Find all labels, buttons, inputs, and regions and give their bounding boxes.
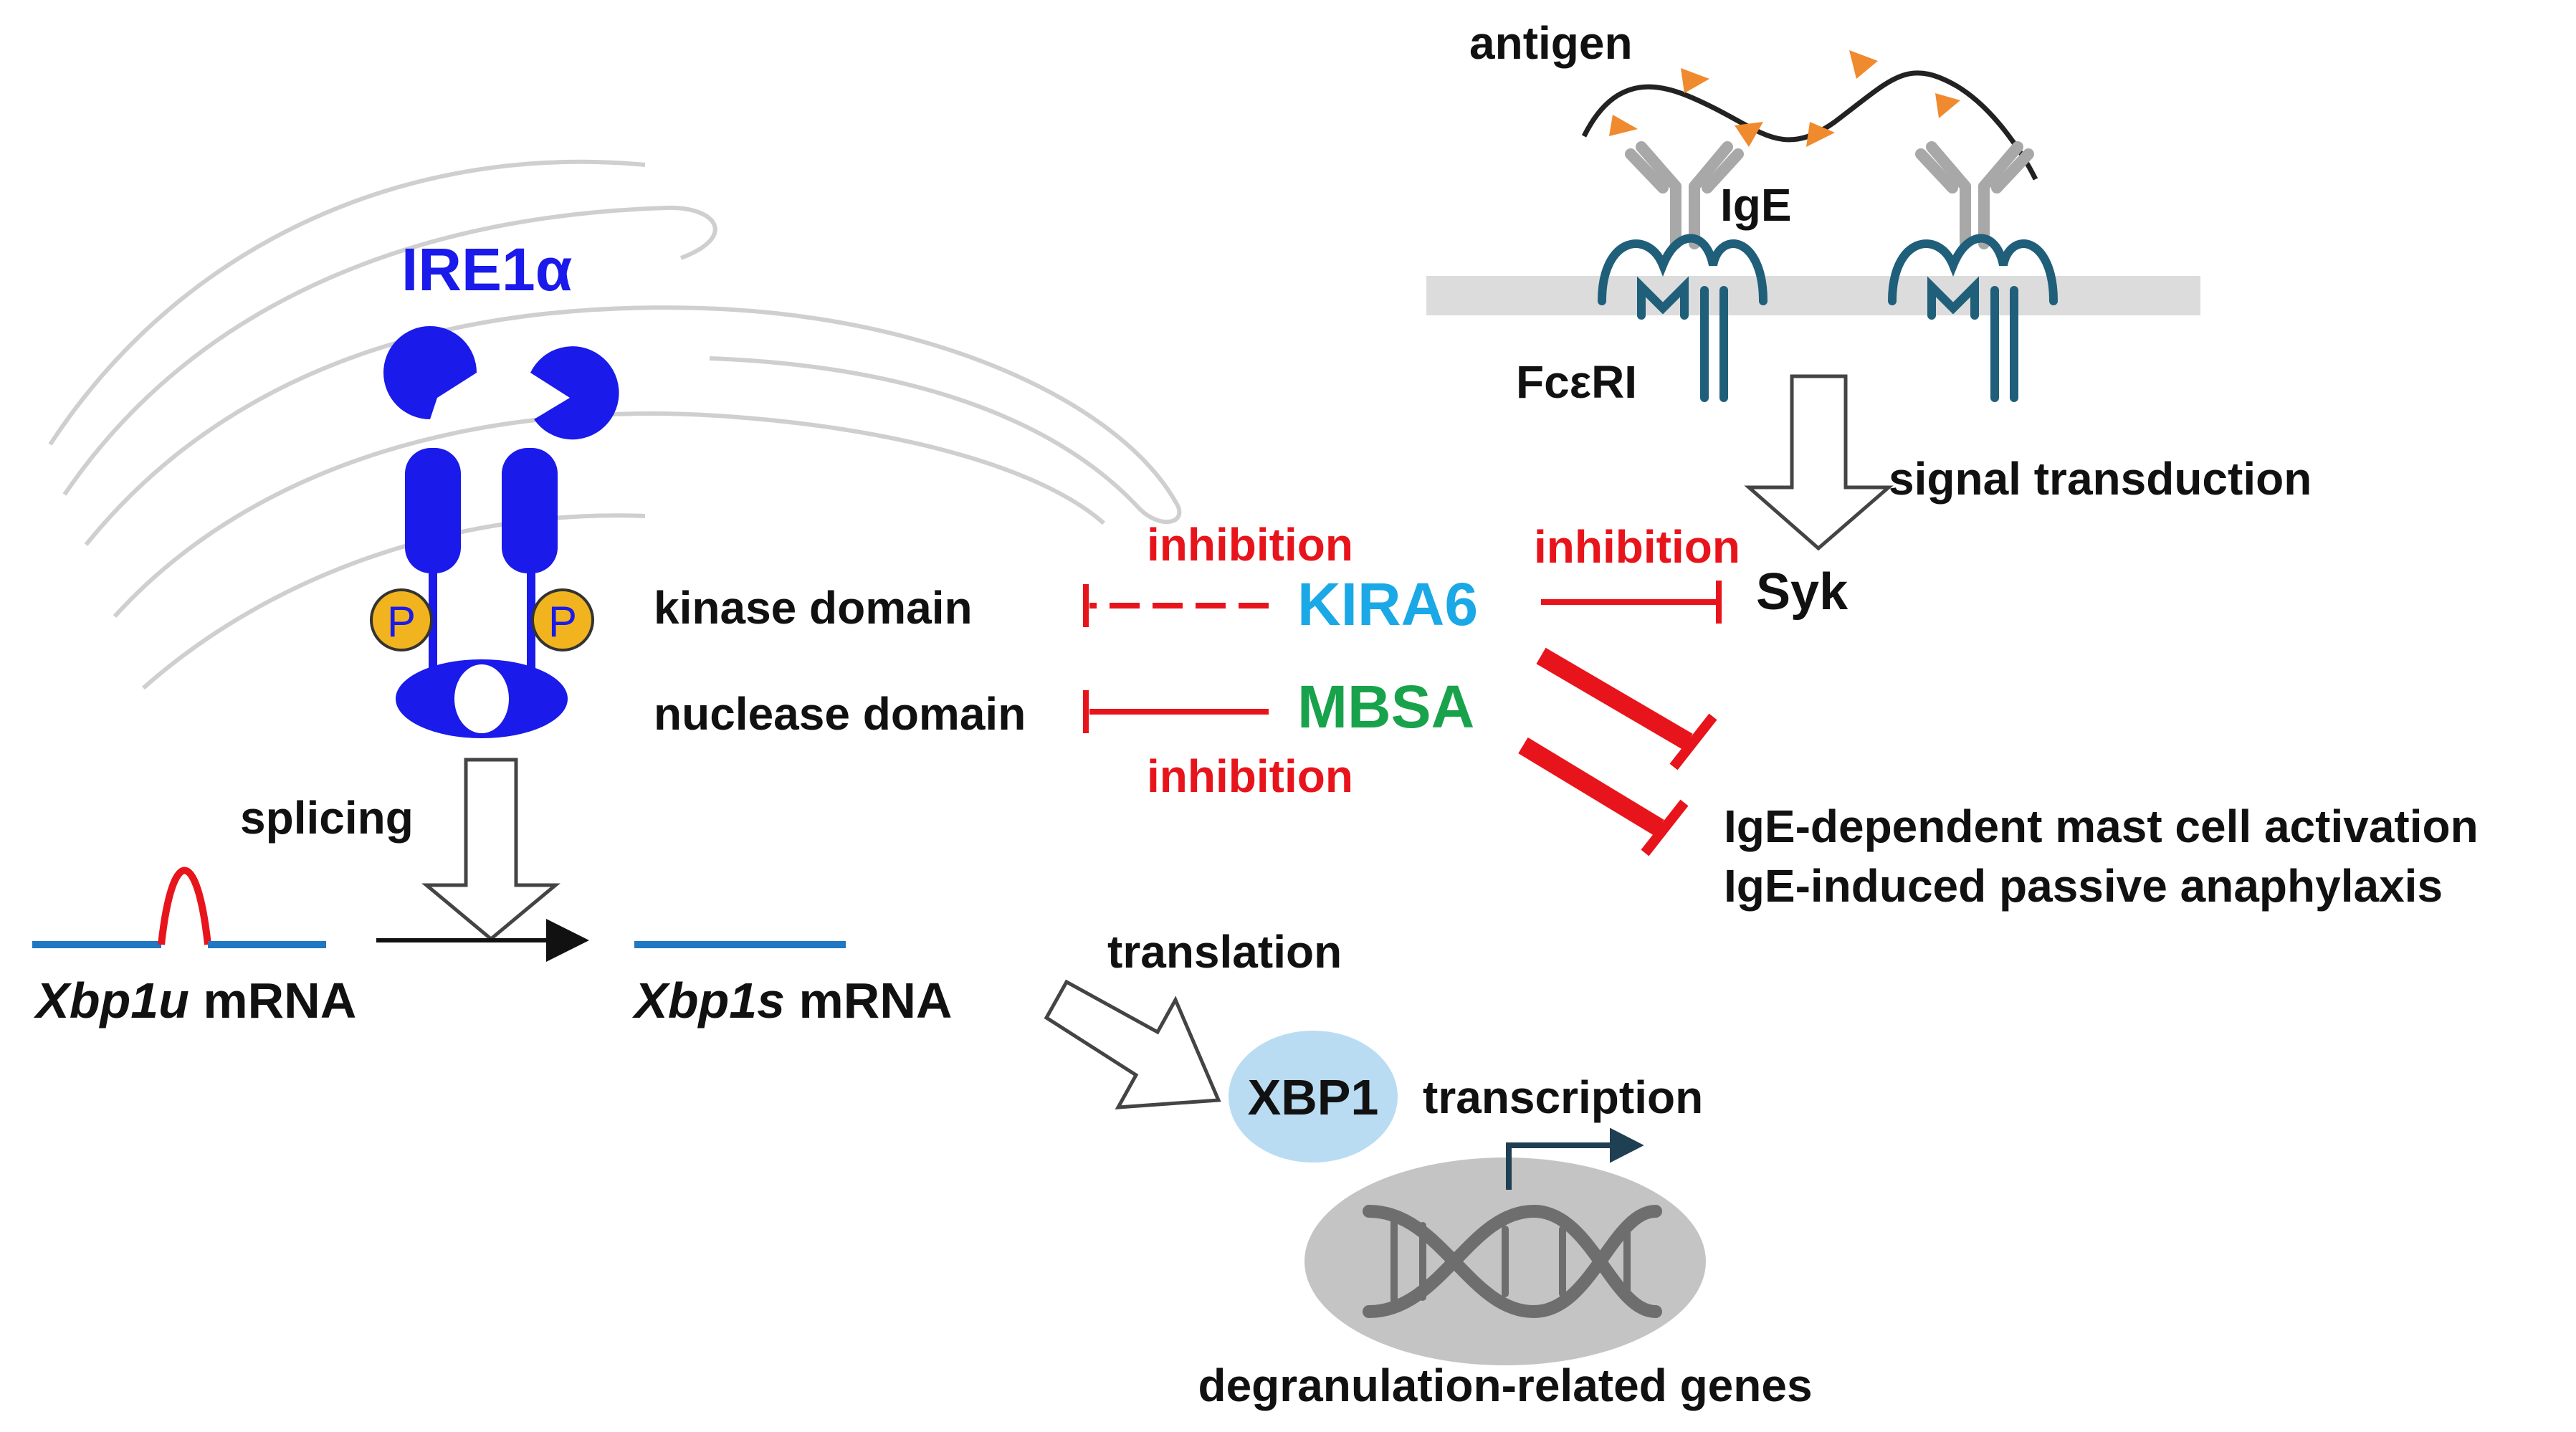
- xbp1s-mrna-label: Xbp1s mRNA: [631, 973, 952, 1028]
- syk-label: Syk: [1756, 563, 1848, 621]
- outcome-mast-cell-activation: IgE-dependent mast cell activation: [1724, 801, 2479, 852]
- inhibition-label-kira6-kinase: inhibition: [1147, 519, 1353, 571]
- fceri-label: FcεRI: [1516, 356, 1637, 408]
- xbp1-label: XBP1: [1248, 1069, 1379, 1125]
- xbp1-protein-bubble: [1229, 1031, 1398, 1163]
- antigen-label: antigen: [1469, 17, 1633, 69]
- endoplasmic-reticulum: [48, 159, 1182, 690]
- svg-text:P: P: [548, 598, 577, 646]
- ige-label: IgE: [1720, 179, 1792, 231]
- svg-text:P: P: [387, 598, 416, 646]
- kira6-inhibits-activation-arrow: [1536, 647, 1717, 770]
- ige-antibody-right: [1915, 141, 2034, 249]
- inhibition-label-mbsa-nuclease: inhibition: [1147, 750, 1353, 802]
- degranulation-genes-label: degranulation-related genes: [1198, 1360, 1812, 1411]
- translation-label: translation: [1107, 926, 1342, 978]
- ire1a-label: IRE1α: [401, 236, 572, 303]
- transcription-label: transcription: [1423, 1071, 1703, 1123]
- outcome-passive-anaphylaxis: IgE-induced passive anaphylaxis: [1724, 860, 2443, 912]
- phospho-site-right: P: [531, 588, 594, 651]
- mbsa-label: MBSA: [1297, 673, 1474, 740]
- kira6-label: KIRA6: [1297, 571, 1478, 638]
- ire1a-lumenal-domain-right: [530, 346, 619, 440]
- ire1a-lumenal-domain-left: [383, 326, 477, 419]
- nuclease-domain-label: nuclease domain: [654, 688, 1026, 740]
- signal-transduction-label: signal transduction: [1889, 453, 2312, 505]
- ire1a-dimer: [383, 326, 619, 738]
- translation-arrow: [1044, 979, 1221, 1109]
- cell-membrane: [1426, 276, 2200, 315]
- signal-transduction-arrow: [1744, 374, 1894, 551]
- fceri-receptor-left: [1598, 234, 1768, 402]
- antigen-chain: [1581, 70, 2038, 181]
- ire1a-transmembrane-right: [502, 448, 558, 573]
- kira6-inhibits-syk-line: [1541, 581, 1722, 624]
- mbsa-inhibits-nuclease-line: [1083, 690, 1269, 733]
- kira6-inhibits-kinase-line: [1083, 584, 1269, 627]
- transcription-start-arrow: [1506, 1127, 1644, 1190]
- xbp1u-mrna-label: Xbp1u mRNA: [33, 973, 356, 1028]
- dna-double-helix-icon: [1363, 1204, 1662, 1319]
- ige-antibody-left: [1625, 141, 1744, 249]
- phospho-site-left: P: [370, 588, 433, 651]
- splicing-arrow: [421, 758, 560, 942]
- kinase-domain-label: kinase domain: [654, 582, 973, 634]
- ire1a-transmembrane-left: [405, 448, 461, 573]
- antigen-epitopes: [1609, 50, 1960, 147]
- mbsa-inhibits-anaphylaxis-arrow: [1518, 737, 1689, 856]
- splicing-label: splicing: [240, 792, 414, 844]
- xbp1u-mrna-graphic: [32, 867, 326, 948]
- inhibition-label-kira6-syk: inhibition: [1534, 521, 1740, 573]
- fceri-receptor-right: [1888, 234, 2058, 402]
